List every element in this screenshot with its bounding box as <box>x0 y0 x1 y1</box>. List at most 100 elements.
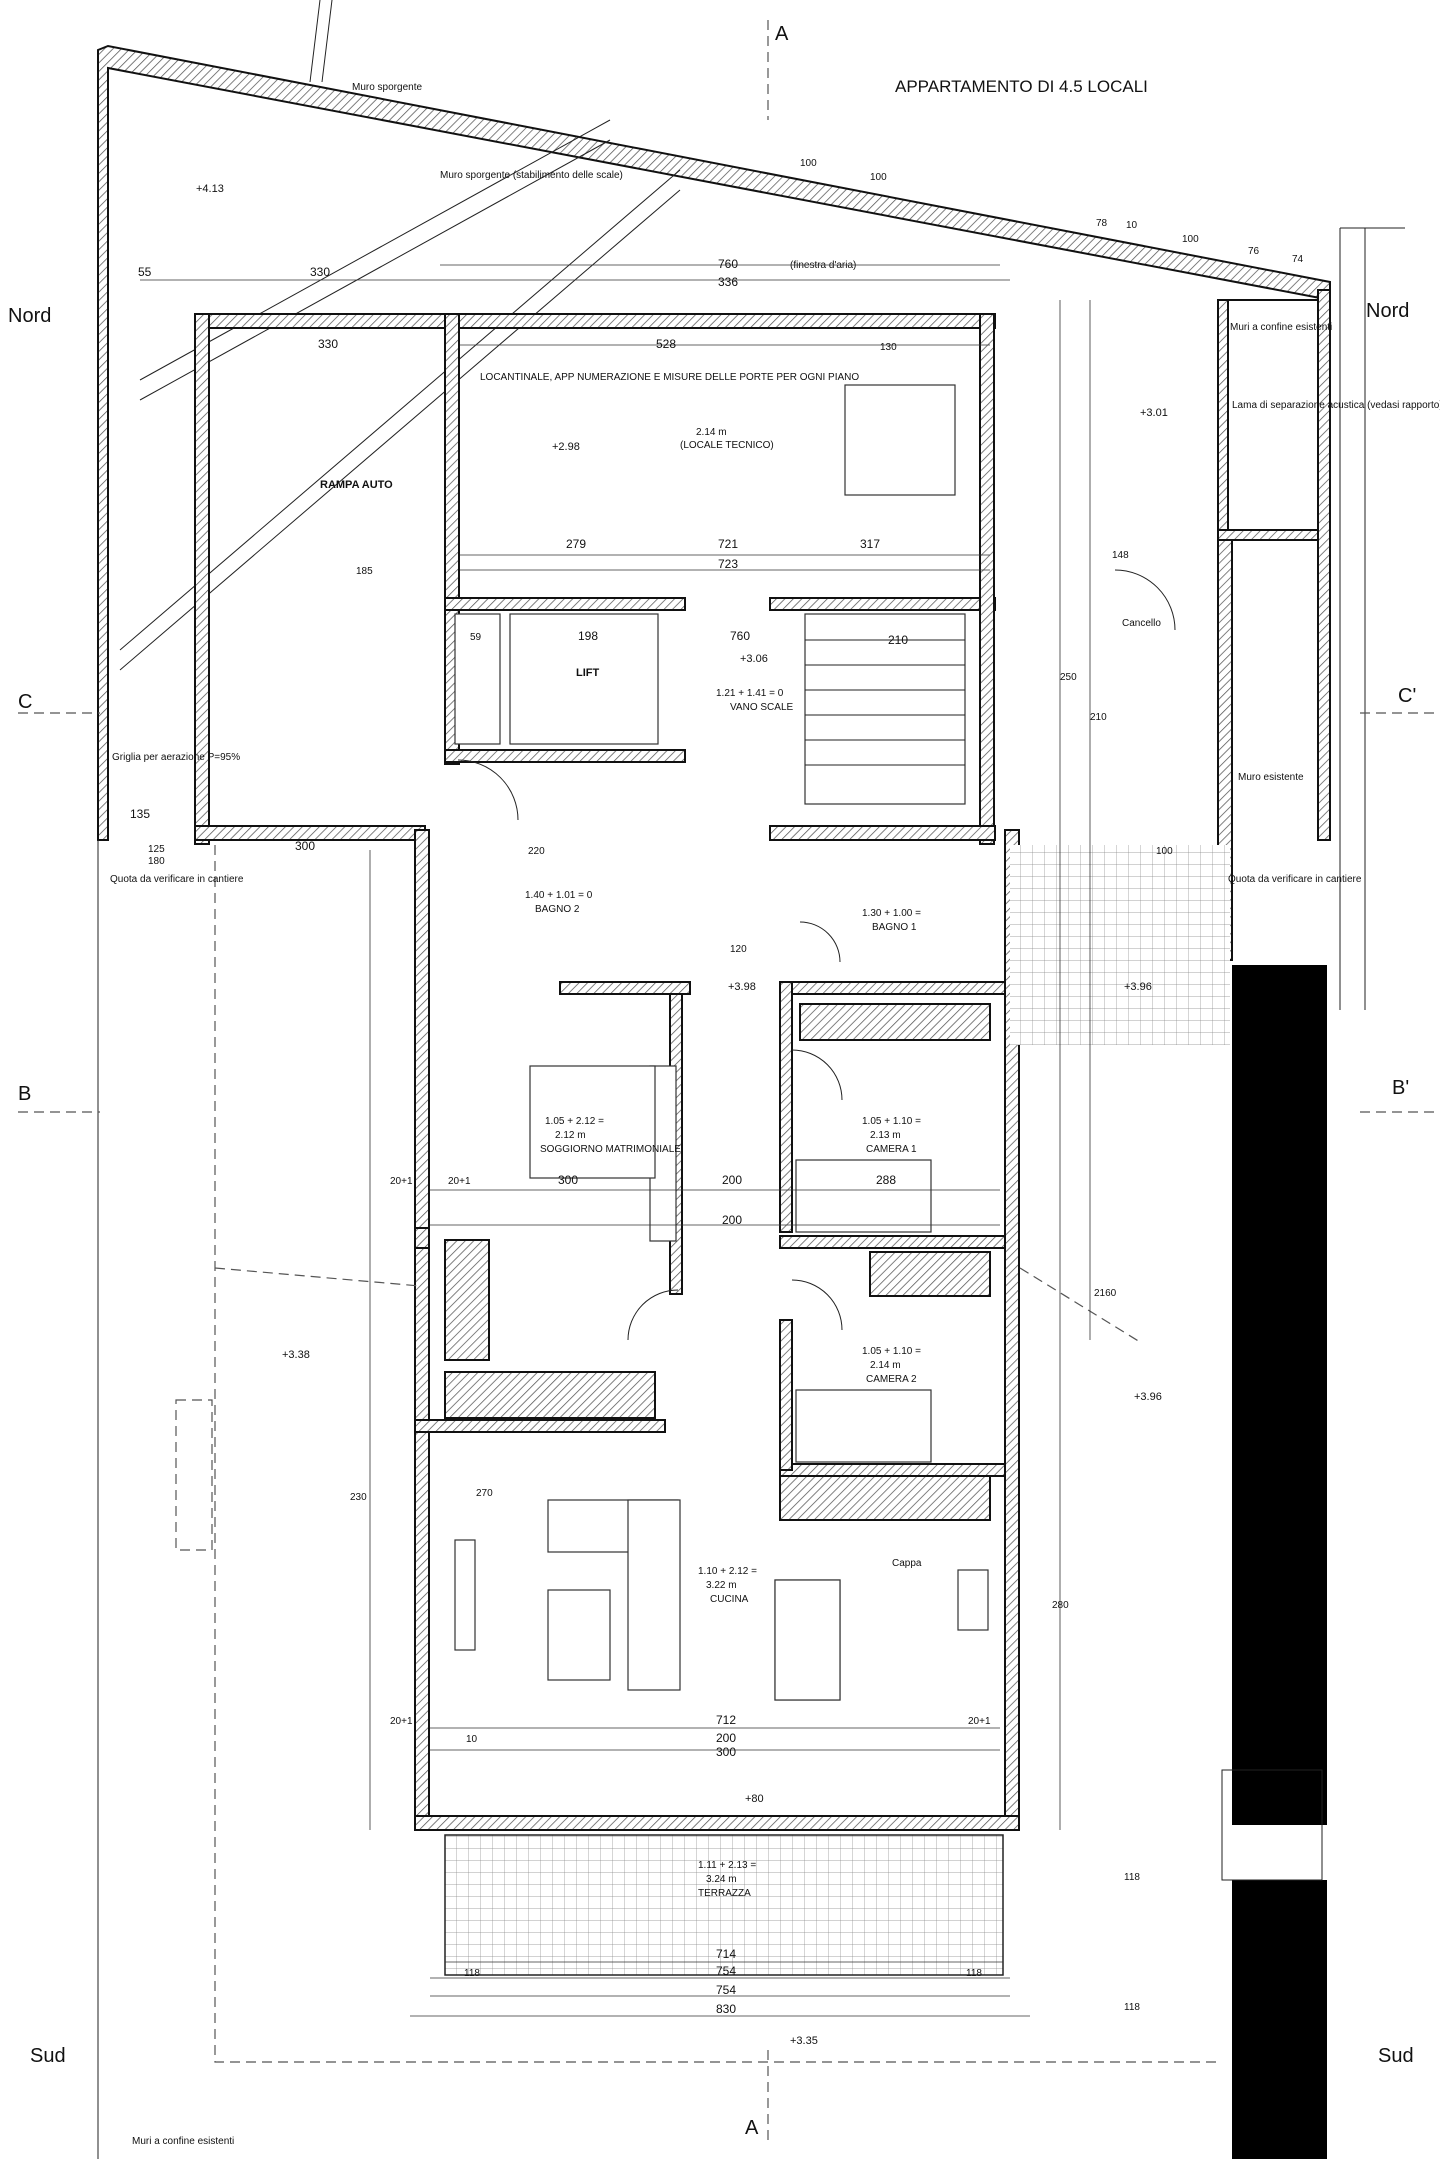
dim-721: 721 <box>718 537 738 551</box>
neighbor-wall-black-2 <box>1232 1880 1327 2159</box>
note-quota-left: Quota da verificare in cantiere <box>110 874 244 885</box>
dim-148: 148 <box>1112 550 1129 561</box>
dim-220: 220 <box>528 846 545 857</box>
lift-stair-block <box>454 384 966 805</box>
section-a-bottom: A <box>745 2117 759 2139</box>
note-muro-esistente: Muro esistente <box>1238 772 1304 783</box>
dim-180: 180 <box>148 856 165 867</box>
note-muri-confine-bottom: Muri a confine esistenti <box>132 2136 234 2147</box>
elev-10: +80 <box>745 1793 764 1805</box>
room-rampa: RAMPA AUTO <box>320 479 393 491</box>
room-bagno1-height: 1.30 + 1.00 = <box>862 908 921 919</box>
room-camera1: CAMERA 1 <box>866 1144 917 1155</box>
room-matrimoniale: SOGGIORNO MATRIMONIALE <box>540 1144 681 1155</box>
elev-4: +3.06 <box>740 653 768 665</box>
note-muro-sporgente-scale: Muro sporgente (stabilimento delle scale… <box>440 170 623 181</box>
room-cucina-height2: 3.22 m <box>706 1580 737 1591</box>
apartment-walls <box>414 829 1020 1831</box>
dim-top-76: 76 <box>1248 246 1260 257</box>
dim-20-1b: 20+1 <box>448 1176 471 1187</box>
room-lift: LIFT <box>576 667 599 679</box>
dim-760: 760 <box>718 257 738 271</box>
drawing-title: APPARTAMENTO DI 4.5 LOCALI <box>895 77 1148 96</box>
dim-118a: 118 <box>464 1968 480 1979</box>
dim-200c: 200 <box>716 1731 736 1745</box>
room-scale-height: 1.21 + 1.41 = 0 <box>716 688 784 699</box>
room-cam2-height2: 2.14 m <box>870 1360 901 1371</box>
note-lama-acustica: Lama di separazione acustica (vedasi rap… <box>1232 400 1440 411</box>
dim-754a: 754 <box>716 1964 736 1978</box>
dim-top-100a: 100 <box>800 158 817 169</box>
elev-6: +3.98 <box>728 981 756 993</box>
dim-55: 55 <box>138 265 152 279</box>
section-c-right: C' <box>1398 685 1416 707</box>
door-swings <box>457 569 1176 1341</box>
room-cam2-height1: 1.05 + 1.10 = <box>862 1346 921 1357</box>
room-terrazza-height2: 3.24 m <box>706 1874 737 1885</box>
neighbor-wall-black <box>1232 965 1327 1825</box>
entry-floor <box>1010 845 1230 1045</box>
dim-330b: 330 <box>318 337 338 351</box>
room-cucina: CUCINA <box>710 1594 749 1605</box>
room-camera2: CAMERA 2 <box>866 1374 917 1385</box>
dim-330a: 330 <box>310 265 330 279</box>
dim-760b: 760 <box>730 629 750 643</box>
dim-top-100b: 100 <box>870 172 887 183</box>
dim-279: 279 <box>566 537 586 551</box>
note-quota-right: Quota da verificare in cantiere <box>1228 874 1362 885</box>
note-griglia: Griglia per aerazione P=95% <box>112 752 240 763</box>
site-perimeter <box>97 0 1331 841</box>
dim-118d: 118 <box>1124 2002 1140 2013</box>
elev-2: +2.98 <box>552 441 580 453</box>
dim-300: 300 <box>558 1173 578 1187</box>
right-boundary <box>97 227 1405 2159</box>
dim-2160: 2160 <box>1094 1288 1117 1299</box>
dim-280: 280 <box>1052 1600 1069 1611</box>
room-bagno2-height: 1.40 + 1.01 = 0 <box>525 890 593 901</box>
dim-59: 59 <box>470 632 482 643</box>
note-cancello: Cancello <box>1122 618 1161 629</box>
dim-125: 125 <box>148 844 165 855</box>
room-matr-height2: 2.12 m <box>555 1130 586 1141</box>
room-cam1-height1: 1.05 + 1.10 = <box>862 1116 921 1127</box>
boundary-dashed <box>175 845 1222 2063</box>
dim-317: 317 <box>860 537 880 551</box>
room-scale: VANO SCALE <box>730 702 793 713</box>
north-right: Nord <box>1366 300 1409 322</box>
room-bagno2: BAGNO 2 <box>535 904 580 915</box>
note-locantinale: LOCANTINALE, APP NUMERAZIONE E MISURE DE… <box>480 372 859 383</box>
room-cucina-height1: 1.10 + 2.12 = <box>698 1566 757 1577</box>
dim-723: 723 <box>718 557 738 571</box>
elev-1: +4.13 <box>196 183 224 195</box>
room-tecnico: (LOCALE TECNICO) <box>680 440 774 451</box>
section-a-top: A <box>775 23 789 45</box>
dim-830: 830 <box>716 2002 736 2016</box>
furniture <box>454 1065 989 1701</box>
upper-walls <box>194 299 1319 961</box>
dim-300b: 300 <box>716 1745 736 1759</box>
elevation-markers: +4.13 +2.98 +3.01 +3.06 +3.96 +3.98 +3.3… <box>196 183 1168 2047</box>
south-right: Sud <box>1378 2045 1414 2067</box>
section-b-left: B <box>18 1083 31 1105</box>
ramp-diagonals <box>119 119 681 671</box>
dim-336: 336 <box>718 275 738 289</box>
dim-130: 130 <box>880 342 897 353</box>
dim-288: 288 <box>876 1173 896 1187</box>
dim-118c: 118 <box>1124 1872 1140 1883</box>
section-c-left: C <box>18 691 32 713</box>
note-muri-confine: Muri a confine esistenti <box>1230 322 1332 333</box>
dim-210a: 210 <box>888 633 908 647</box>
room-matr-height1: 1.05 + 2.12 = <box>545 1116 604 1127</box>
dim-185: 185 <box>356 566 373 577</box>
note-muro-sporgente: Muro sporgente <box>352 82 422 93</box>
dim-top-10: 10 <box>1126 220 1138 231</box>
dim-714: 714 <box>716 1947 736 1961</box>
room-labels: RAMPA AUTO 2.14 m (LOCALE TECNICO) LIFT … <box>320 427 921 1899</box>
dim-118b: 118 <box>966 1968 982 1979</box>
dim-754b: 754 <box>716 1983 736 1997</box>
north-left: Nord <box>8 305 51 327</box>
dim-712: 712 <box>716 1713 736 1727</box>
elev-7: +3.38 <box>282 1349 310 1361</box>
elev-3: +3.01 <box>1140 407 1168 419</box>
dim-100: 100 <box>1156 846 1173 857</box>
